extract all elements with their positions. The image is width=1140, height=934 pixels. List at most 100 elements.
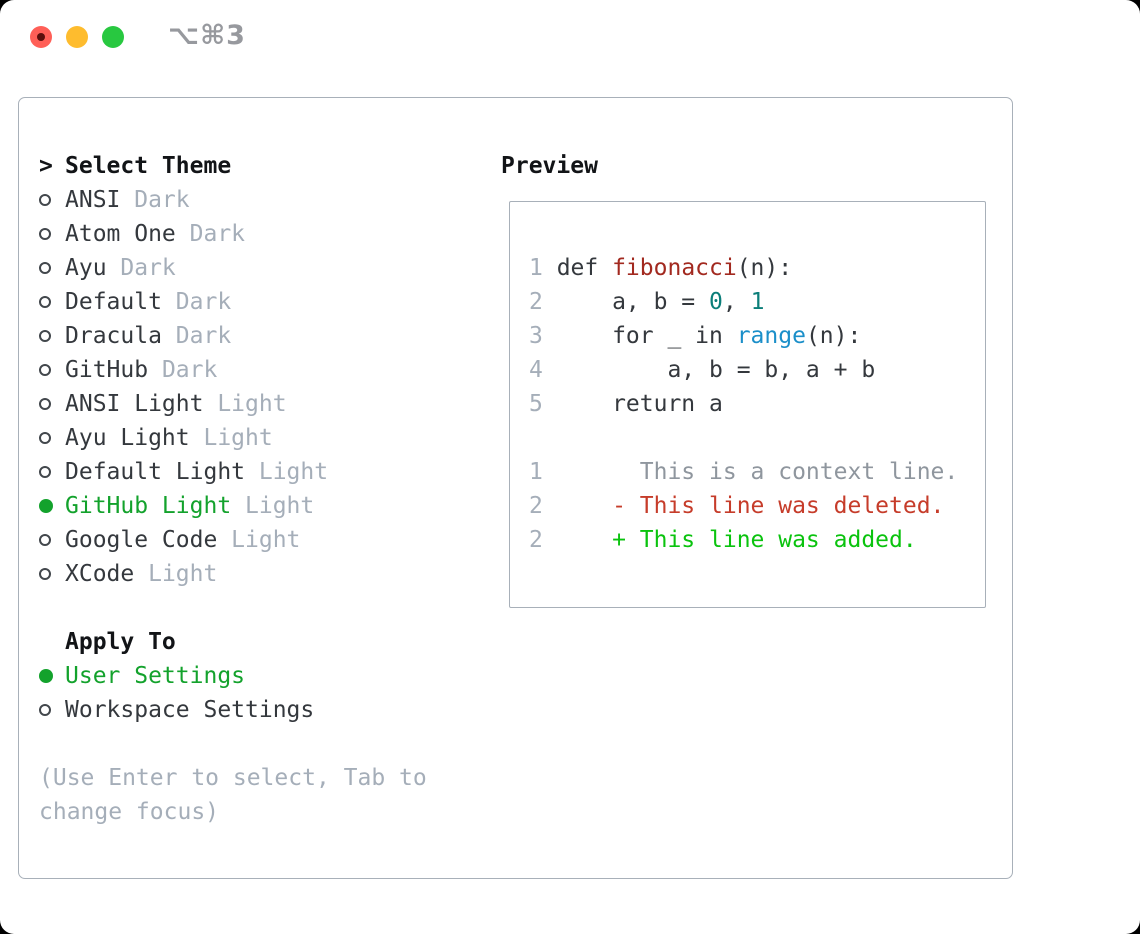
bullet-slot bbox=[39, 534, 65, 546]
code-line: 1 This is a context line. bbox=[529, 455, 985, 489]
theme-variant-tag: Light bbox=[203, 425, 273, 451]
theme-option-google-code[interactable]: Google Code Light bbox=[39, 523, 489, 557]
code-line: 2 + This line was added. bbox=[529, 523, 985, 557]
bullet-slot bbox=[39, 194, 65, 206]
prompt-icon: > bbox=[39, 153, 53, 179]
bullet-slot bbox=[39, 296, 65, 308]
bullet-slot bbox=[39, 262, 65, 274]
select-theme-title: Select Theme bbox=[65, 153, 232, 179]
theme-variant-tag: Light bbox=[258, 459, 329, 485]
select-theme-header: > Select Theme bbox=[39, 149, 489, 183]
theme-option-github-light[interactable]: GitHub Light Light bbox=[39, 489, 489, 523]
code-token: fibonacci bbox=[612, 255, 737, 281]
radio-icon bbox=[39, 704, 51, 716]
apply-option-name: User Settings bbox=[65, 663, 246, 689]
theme-variant-tag: Dark bbox=[175, 289, 232, 315]
code-line: 2 a, b = 0, 1 bbox=[529, 285, 985, 319]
apply-option-workspace-settings[interactable]: Workspace Settings bbox=[39, 693, 489, 727]
line-number: 3 bbox=[529, 323, 543, 349]
line-number: 2 bbox=[529, 493, 543, 519]
theme-name: Atom One bbox=[65, 221, 176, 247]
apply-option-name: Workspace Settings bbox=[65, 697, 315, 723]
preview-title: Preview bbox=[501, 153, 598, 179]
theme-option-atom-one[interactable]: Atom One Dark bbox=[39, 217, 489, 251]
line-number: 1 bbox=[529, 255, 543, 281]
line-number: 5 bbox=[529, 391, 543, 417]
theme-name: XCode bbox=[65, 561, 135, 587]
radio-icon bbox=[39, 534, 51, 546]
radio-icon bbox=[39, 568, 51, 580]
theme-variant-tag: Dark bbox=[189, 221, 246, 247]
radio-icon bbox=[39, 364, 51, 376]
theme-name: Google Code bbox=[65, 527, 218, 553]
help-text-line-1: (Use Enter to select, Tab to bbox=[39, 765, 427, 791]
radio-icon bbox=[39, 466, 51, 478]
radio-icon bbox=[39, 432, 51, 444]
theme-option-ayu[interactable]: Ayu Dark bbox=[39, 251, 489, 285]
help-text-line-2: change focus) bbox=[39, 799, 220, 825]
code-token: This is a context line. bbox=[556, 459, 959, 485]
minimize-button[interactable] bbox=[66, 26, 88, 48]
theme-variant-tag: Light bbox=[217, 391, 287, 417]
code-token: - This line was deleted. bbox=[556, 493, 945, 519]
selected-radio-icon bbox=[39, 669, 53, 683]
code-token: return a bbox=[556, 391, 723, 417]
bullet-slot bbox=[39, 364, 65, 376]
theme-name: Default bbox=[65, 289, 162, 315]
theme-variant-tag: Light bbox=[245, 493, 315, 519]
theme-option-dracula[interactable]: Dracula Dark bbox=[39, 319, 489, 353]
theme-variant-tag: Dark bbox=[134, 187, 190, 213]
bullet-slot bbox=[39, 499, 65, 513]
code-line: 3 for _ in range(n): bbox=[529, 319, 985, 353]
theme-variant-tag: Dark bbox=[175, 323, 232, 349]
radio-icon bbox=[39, 296, 51, 308]
bullet-slot bbox=[39, 398, 65, 410]
theme-variant-tag: Dark bbox=[120, 255, 176, 281]
spacer bbox=[39, 591, 489, 625]
theme-name: Dracula bbox=[65, 323, 162, 349]
theme-name: ANSI Light bbox=[65, 391, 204, 417]
theme-option-default[interactable]: Default Dark bbox=[39, 285, 489, 319]
bullet-slot bbox=[39, 432, 65, 444]
code-token: + This line was added. bbox=[556, 527, 917, 553]
theme-option-ayu-light[interactable]: Ayu Light Light bbox=[39, 421, 489, 455]
bullet-slot bbox=[39, 330, 65, 342]
theme-variant-tag: Dark bbox=[161, 357, 218, 383]
theme-option-ansi-light[interactable]: ANSI Light Light bbox=[39, 387, 489, 421]
radio-icon bbox=[39, 398, 51, 410]
theme-variant-tag: Light bbox=[148, 561, 218, 587]
bullet-slot bbox=[39, 704, 65, 716]
code-token: range bbox=[736, 323, 806, 349]
theme-variant-tag: Light bbox=[231, 527, 301, 553]
theme-option-ansi[interactable]: ANSI Dark bbox=[39, 183, 489, 217]
apply-to-title: Apply To bbox=[65, 629, 176, 655]
close-button[interactable] bbox=[30, 26, 52, 48]
bullet-slot bbox=[39, 466, 65, 478]
line-number: 2 bbox=[529, 289, 543, 315]
line-number: 4 bbox=[529, 357, 543, 383]
code-token: for _ in bbox=[556, 323, 737, 349]
theme-option-xcode[interactable]: XCode Light bbox=[39, 557, 489, 591]
apply-option-user-settings[interactable]: User Settings bbox=[39, 659, 489, 693]
radio-icon bbox=[39, 330, 51, 342]
code-token: , bbox=[722, 289, 751, 315]
code-line: 4 a, b = b, a + b bbox=[529, 353, 985, 387]
zoom-button[interactable] bbox=[102, 26, 124, 48]
theme-name: ANSI bbox=[65, 187, 121, 213]
code-token: (n): bbox=[805, 323, 862, 349]
apply-to-header: Apply To bbox=[39, 625, 489, 659]
line-number: 1 bbox=[529, 459, 543, 485]
radio-icon bbox=[39, 228, 51, 240]
theme-name: GitHub Light bbox=[65, 493, 232, 519]
code-token: (n): bbox=[736, 255, 793, 281]
theme-name: Ayu Light bbox=[65, 425, 190, 451]
theme-name: Ayu bbox=[65, 255, 107, 281]
